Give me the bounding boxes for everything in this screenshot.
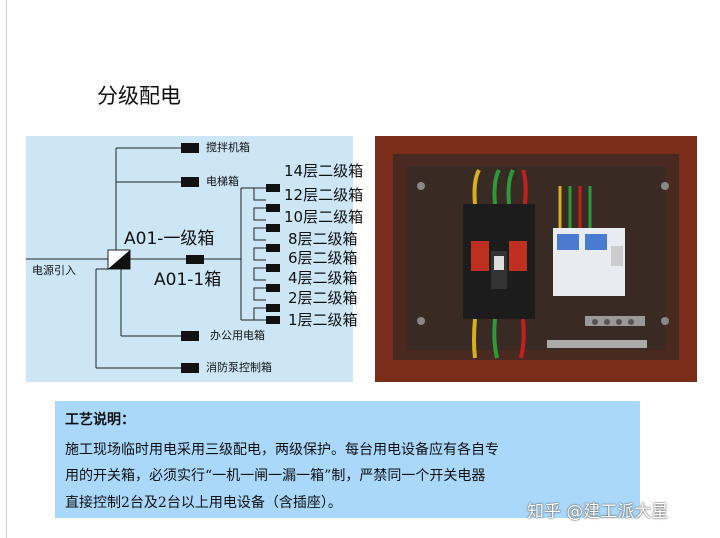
diagram-wiring bbox=[26, 143, 280, 373]
floor-6-label: 6层二级箱 bbox=[288, 249, 358, 267]
note-line-3: 直接控制2台及2台以上用电设备（含插座）。 bbox=[65, 495, 342, 511]
branch-elevator-label: 电梯箱 bbox=[206, 175, 239, 188]
branch-office-label: 办公用电箱 bbox=[210, 329, 265, 342]
page-title: 分级配电 bbox=[97, 84, 181, 108]
floor-10-label: 10层二级箱 bbox=[284, 208, 364, 226]
main-box-label: A01-一级箱 bbox=[124, 229, 215, 249]
power-in-label: 电源引入 bbox=[32, 264, 76, 277]
floor-12-label: 12层二级箱 bbox=[284, 186, 364, 204]
process-note-box: 工艺说明： 施工现场临时用电采用三级配电，两级保护。每台用电设备应有各自专 用的… bbox=[55, 401, 640, 518]
sub-box-label: A01-1箱 bbox=[154, 270, 222, 290]
distribution-box-photo bbox=[375, 136, 697, 382]
floor-14-label: 14层二级箱 bbox=[284, 162, 364, 180]
floor-1-label: 1层二级箱 bbox=[288, 311, 358, 329]
floor-4-label: 4层二级箱 bbox=[288, 269, 358, 287]
note-line-2: 用的开关箱，必须实行“一机一闸一漏一箱”制，严禁同一个开关电器 bbox=[65, 468, 486, 484]
distribution-diagram: 电源引入 A01-一级箱 A01-1箱 搅拌机箱 电梯箱 办公用电箱 消防泵控制… bbox=[26, 136, 363, 382]
note-line-1: 施工现场临时用电采用三级配电，两级保护。每台用电设备应有各自专 bbox=[65, 442, 499, 458]
watermark: 知乎 @建工派大星 bbox=[527, 502, 669, 522]
floor-8-label: 8层二级箱 bbox=[288, 230, 358, 248]
note-title: 工艺说明： bbox=[65, 412, 135, 428]
branch-fire-pump-label: 消防泵控制箱 bbox=[206, 361, 272, 374]
branch-mixer-label: 搅拌机箱 bbox=[206, 141, 250, 154]
floor-2-label: 2层二级箱 bbox=[288, 289, 358, 307]
left-border-line bbox=[6, 0, 7, 538]
